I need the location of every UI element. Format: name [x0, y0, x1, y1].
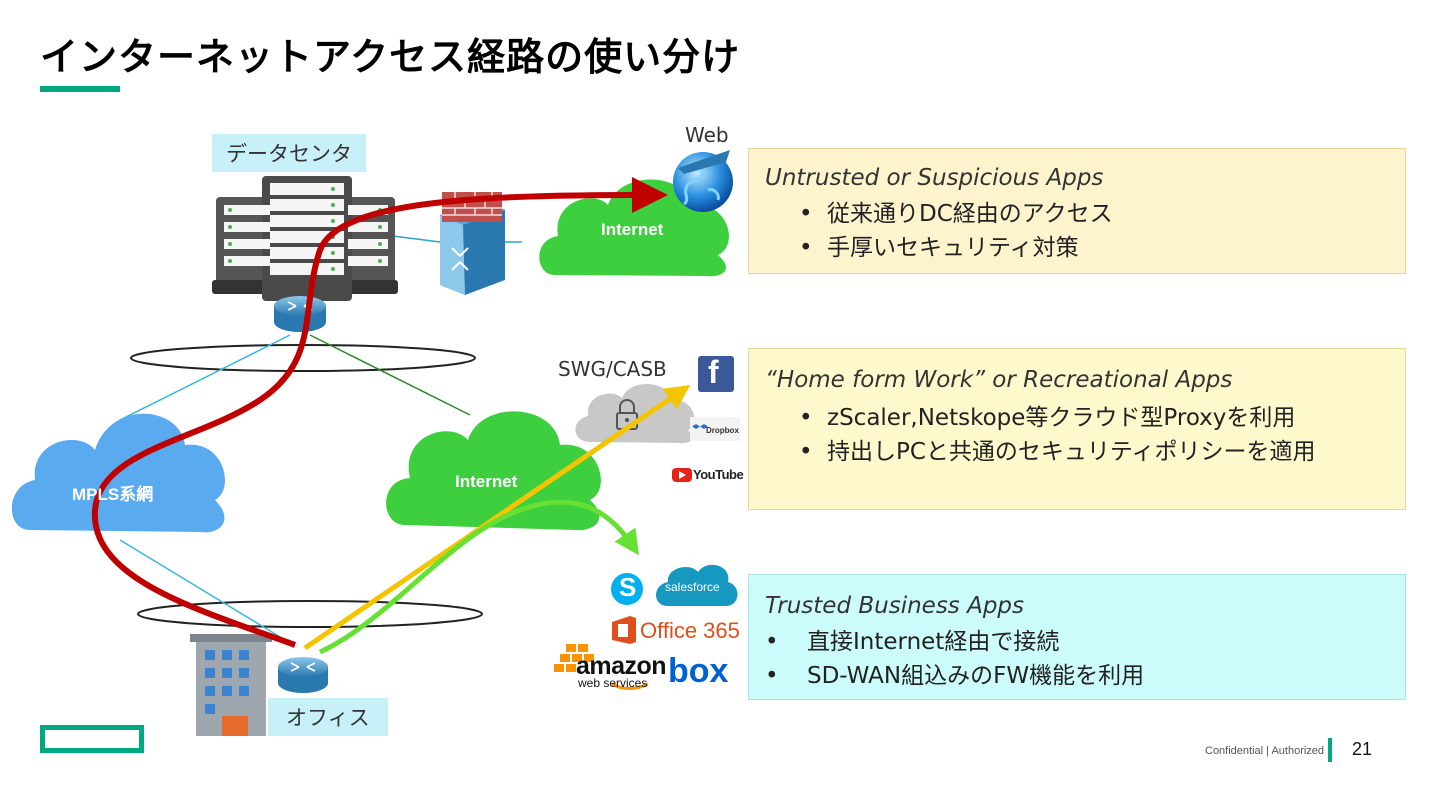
office365-icon [612, 616, 636, 644]
page-number: 21 [1352, 739, 1373, 759]
box-logo-text: box [668, 652, 729, 690]
title-underline [40, 86, 120, 92]
note-list: 従来通りDC経由のアクセス 手厚いセキュリティ対策 [799, 197, 1113, 265]
note-list: zScaler,Netskope等クラウド型Proxyを利用 持出しPCと共通の… [799, 401, 1389, 469]
note-item: SD-WAN組込みのFW機能を利用 [765, 659, 1144, 693]
facebook-icon [698, 356, 734, 392]
web-label: Web [685, 123, 729, 147]
skype-logo-text: S [619, 572, 637, 602]
web-globe-icon [673, 150, 733, 212]
aws-logo-subtext: web services [578, 676, 648, 690]
footer-divider [1328, 738, 1332, 762]
yellow-swg-path [303, 384, 691, 651]
note-recreational-apps: “Home form Work” or Recreational Apps zS… [748, 348, 1406, 510]
internet-cloud-top [539, 179, 729, 277]
server-rack-icon [212, 176, 398, 301]
amazon-logo-text: amazon [576, 652, 667, 680]
dc-router-icon [274, 296, 326, 332]
confidential-label: Confidential | Authorized [1205, 745, 1325, 757]
dropbox-icon [690, 417, 740, 441]
note-heading: Trusted Business Apps [765, 593, 1025, 619]
note-item: 直接Internet経由で接続 [765, 625, 1144, 659]
hpe-logo-box [40, 725, 144, 753]
note-trusted-apps: Trusted Business Apps 直接Internet経由で接続 SD… [748, 574, 1406, 700]
red-dc-path [91, 177, 668, 648]
youtube-logo-text: YouTube [693, 467, 744, 482]
note-list: 直接Internet経由で接続 SD-WAN組込みのFW機能を利用 [765, 625, 1144, 693]
internet-mid-label: Internet [455, 472, 518, 491]
salesforce-icon [656, 564, 738, 606]
skype-icon [611, 573, 643, 605]
internet-top-label: Internet [601, 220, 664, 239]
salesforce-logo-text: salesforce [665, 580, 720, 594]
internet-cloud-mid [386, 411, 601, 531]
swg-casb-label: SWG/CASB [558, 357, 667, 381]
youtube-icon [672, 468, 692, 482]
firewall-icon [440, 192, 505, 295]
mpls-label: MPLS系網 [72, 485, 154, 504]
office-building-icon [190, 634, 272, 736]
link-dc-mpls [119, 334, 291, 421]
note-item: zScaler,Netskope等クラウド型Proxyを利用 [799, 401, 1389, 435]
note-item: 持出しPCと共通のセキュリティポリシーを適用 [799, 435, 1389, 469]
link-dc-internet [309, 334, 471, 416]
slide-title: インターネットアクセス経路の使い分け [40, 35, 741, 79]
facebook-logo-text: f [708, 354, 719, 390]
note-item: 手厚いセキュリティ対策 [799, 231, 1113, 265]
green-direct-path [318, 499, 639, 655]
dropbox-logo-text: Dropbox [706, 426, 739, 435]
office365-logo-text: Office 365 [640, 618, 740, 643]
note-item: 従来通りDC経由のアクセス [799, 197, 1113, 231]
datacenter-label: データセンタ [212, 134, 366, 172]
note-heading: Untrusted or Suspicious Apps [765, 165, 1104, 191]
office-label: オフィス [268, 698, 388, 736]
note-heading: “Home form Work” or Recreational Apps [765, 367, 1233, 393]
note-untrusted-apps: Untrusted or Suspicious Apps 従来通りDC経由のアク… [748, 148, 1406, 274]
amazon-icon [554, 644, 649, 690]
office-router-icon [278, 657, 328, 693]
link-mpls-office [119, 539, 286, 641]
office-ring [137, 600, 483, 628]
